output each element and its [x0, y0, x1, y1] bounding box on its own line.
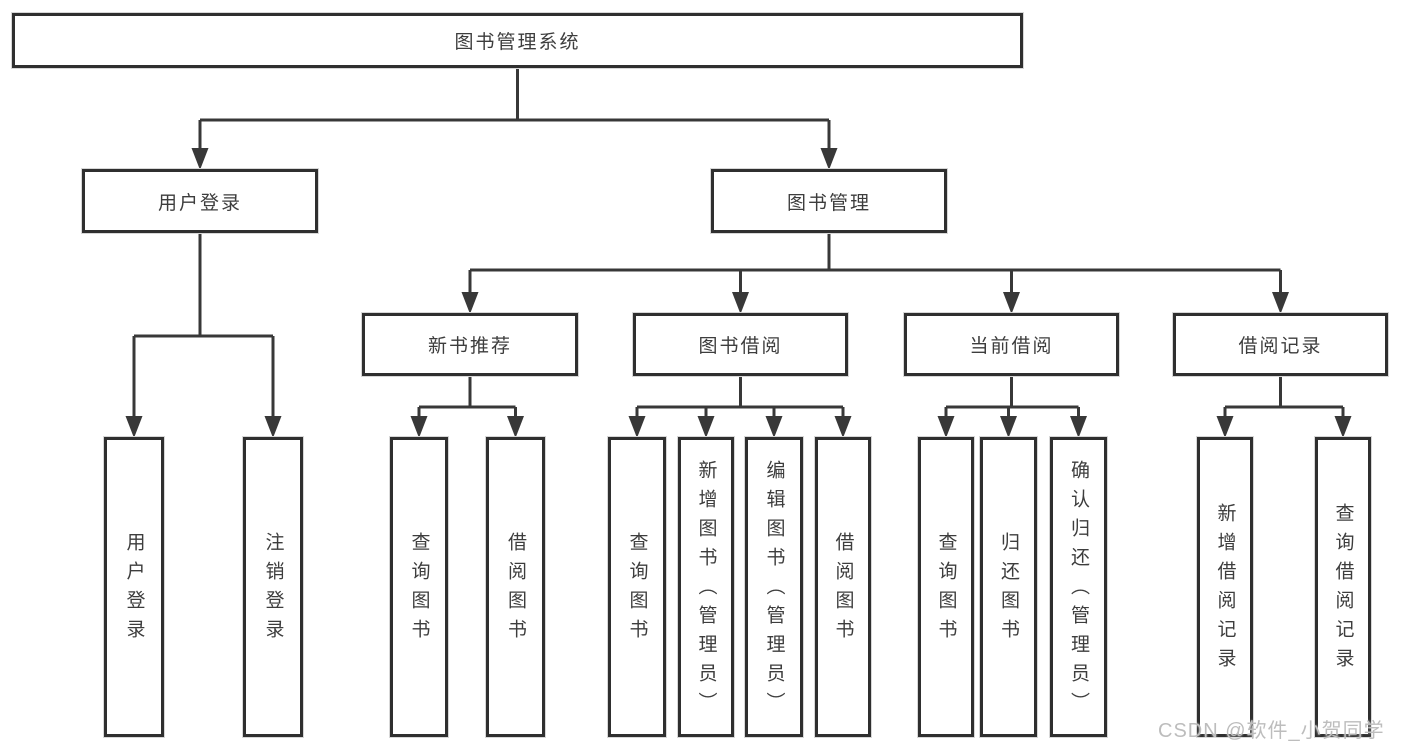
edges-userlogin-to-leaves	[125, 233, 282, 438]
leaf-add-borrow-record: 新增借阅记录	[1197, 437, 1253, 737]
leaf-borrow-books-recommend: 借阅图书	[486, 437, 545, 737]
edges-bookborrow-to-leaves	[628, 376, 852, 438]
node-new-book-recommend: 新书推荐	[362, 313, 578, 376]
leaf-query-books-borrowing: 查询图书	[608, 437, 666, 737]
node-user-login: 用户登录	[82, 169, 318, 233]
leaf-return-books: 归还图书	[980, 437, 1037, 737]
leaf-query-books-recommend: 查询图书	[390, 437, 448, 737]
leaf-edit-books-admin: 编辑图书（管理员）	[745, 437, 803, 737]
node-book-management: 图书管理	[711, 169, 947, 233]
node-library-management-system: 图书管理系统	[12, 13, 1023, 68]
leaf-logout-login: 注销登录	[243, 437, 303, 737]
edges-records-to-leaves	[1216, 376, 1352, 438]
leaf-user-login: 用户登录	[104, 437, 164, 737]
edges-newbook-to-leaves	[410, 376, 524, 438]
edges-currentborrow-to-leaves	[937, 376, 1087, 438]
edges-root-to-level2	[191, 68, 838, 170]
edges-bookmanagement-to-level3	[461, 233, 1289, 314]
leaf-query-borrow-record: 查询借阅记录	[1315, 437, 1371, 737]
node-book-borrowing: 图书借阅	[633, 313, 848, 376]
csdn-watermark: CSDN @软件_小贺同学	[1158, 720, 1385, 742]
leaf-confirm-return-admin: 确认归还（管理员）	[1050, 437, 1107, 737]
leaf-query-books-current: 查询图书	[918, 437, 974, 737]
node-borrowing-records: 借阅记录	[1173, 313, 1388, 376]
leaf-borrow-books-borrowing: 借阅图书	[815, 437, 871, 737]
node-current-borrowing: 当前借阅	[904, 313, 1119, 376]
leaf-add-books-admin: 新增图书（管理员）	[678, 437, 734, 737]
